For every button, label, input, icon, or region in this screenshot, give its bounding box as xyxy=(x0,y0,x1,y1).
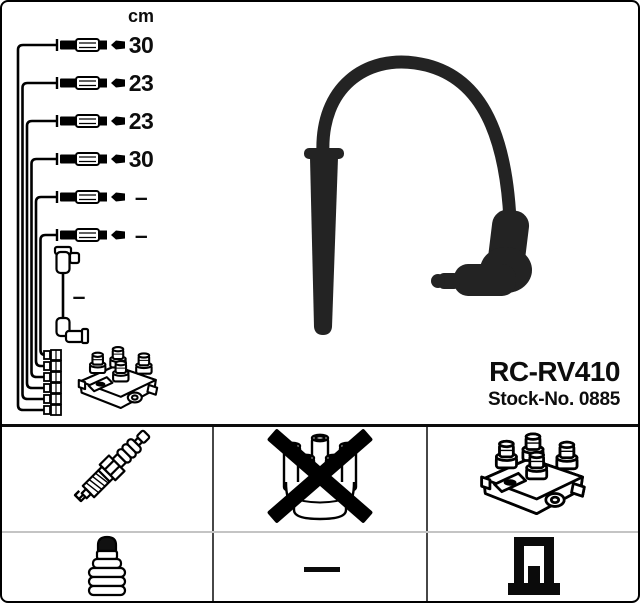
cable-row-3 xyxy=(55,113,127,129)
product-code-block: RC-RV410 Stock-No. 0885 xyxy=(487,356,621,412)
dash-symbol xyxy=(304,567,340,572)
distributor-cap-crossed-icon xyxy=(267,429,373,523)
plug-terminal-cap-icon xyxy=(87,535,127,597)
cable-length-4: 30 xyxy=(128,146,154,172)
grid-vertical-divider-1 xyxy=(212,427,214,601)
cable-length-3: 23 xyxy=(128,108,154,134)
cable-length-6: – xyxy=(134,222,148,248)
end-connector xyxy=(43,382,62,394)
stock-number: Stock-No. 0885 xyxy=(487,389,620,410)
grid-vertical-divider-2 xyxy=(426,427,428,601)
cable-row-4 xyxy=(55,151,127,167)
end-connector xyxy=(43,349,62,361)
spark-plug-icon xyxy=(73,429,151,503)
grid-row-divider xyxy=(2,531,638,533)
stud-terminal-icon xyxy=(508,537,560,595)
end-connector xyxy=(43,404,62,416)
cable-set-schematic xyxy=(16,37,159,416)
end-connector xyxy=(43,360,62,372)
coil-wire-length: – xyxy=(72,283,86,309)
cable-length-5: – xyxy=(134,184,148,210)
length-unit-header: cm xyxy=(127,6,154,26)
cross-out-mark xyxy=(267,429,373,523)
cable-row-5 xyxy=(55,189,127,205)
ignition-coil-icon xyxy=(480,432,586,516)
product-code: RC-RV410 xyxy=(489,356,620,387)
spark-plug-wire-photo xyxy=(304,55,532,335)
cable-length-2: 23 xyxy=(128,70,154,96)
cable-row-2 xyxy=(55,75,127,91)
ignition-coil-schematic xyxy=(77,346,159,410)
cable-length-1: 30 xyxy=(128,32,154,58)
end-connector xyxy=(43,371,62,383)
cable-row-6 xyxy=(55,227,127,243)
cable-row-1 xyxy=(55,37,127,53)
coil-wire-with-elbows xyxy=(53,245,90,345)
grid-top-divider xyxy=(0,424,640,427)
end-connector xyxy=(43,393,62,405)
